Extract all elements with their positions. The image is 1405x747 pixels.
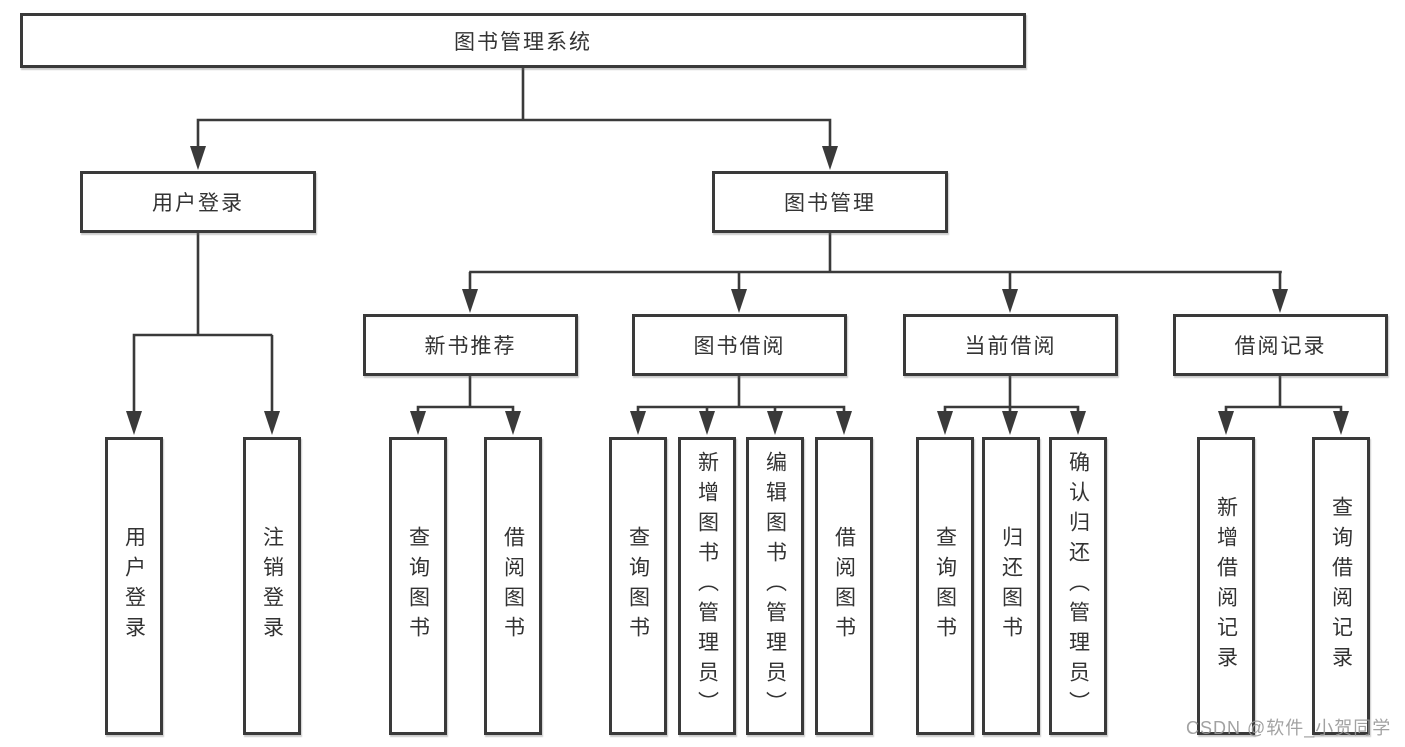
node-label: 借阅图书 — [832, 526, 856, 646]
leaf-confirm-return-admin: 确认归还（管理员） — [1049, 437, 1107, 735]
leaf-user-login: 用户登录 — [105, 437, 163, 735]
leaf-logout: 注销登录 — [243, 437, 301, 735]
leaf-query-books-1: 查询图书 — [389, 437, 447, 735]
leaf-borrow-books-1: 借阅图书 — [484, 437, 542, 735]
node-label: 图书管理 — [784, 192, 876, 215]
node-borrowing-records: 借阅记录 — [1173, 314, 1388, 376]
leaf-borrow-books-2: 借阅图书 — [815, 437, 873, 735]
node-new-book-recommend: 新书推荐 — [363, 314, 578, 376]
node-label: 新书推荐 — [424, 335, 517, 358]
node-label: 确认归还（管理员） — [1066, 451, 1090, 721]
leaf-edit-books-admin: 编辑图书（管理员） — [746, 437, 804, 735]
node-user-login: 用户登录 — [80, 171, 316, 233]
node-book-borrowing: 图书借阅 — [632, 314, 847, 376]
leaf-add-books-admin: 新增图书（管理员） — [678, 437, 736, 735]
leaf-query-borrow-record: 查询借阅记录 — [1312, 437, 1370, 735]
node-label: 查询图书 — [933, 526, 957, 646]
node-label: 查询图书 — [406, 526, 430, 646]
node-label: 当前借阅 — [964, 335, 1057, 358]
node-label: 查询图书 — [626, 526, 650, 646]
node-label: 图书管理系统 — [454, 30, 592, 54]
node-label: 图书借阅 — [693, 335, 786, 358]
node-label: 新增图书（管理员） — [695, 451, 719, 721]
node-label: 用户登录 — [152, 192, 244, 215]
leaf-query-books-2: 查询图书 — [609, 437, 667, 735]
node-book-mgmt: 图书管理 — [712, 171, 948, 233]
leaf-add-borrow-record: 新增借阅记录 — [1197, 437, 1255, 735]
leaf-return-books: 归还图书 — [982, 437, 1040, 735]
csdn-watermark: CSDN @软件_小贺同学 — [1186, 718, 1392, 738]
leaf-query-books-3: 查询图书 — [916, 437, 974, 735]
node-book-mgmt-system: 图书管理系统 — [20, 13, 1026, 68]
node-label: 借阅记录 — [1234, 335, 1327, 358]
node-label: 新增借阅记录 — [1214, 496, 1238, 676]
node-label: 注销登录 — [260, 526, 284, 646]
node-label: 用户登录 — [122, 526, 146, 646]
node-label: 借阅图书 — [501, 526, 525, 646]
node-current-borrowing: 当前借阅 — [903, 314, 1118, 376]
arrowheads — [126, 146, 1349, 435]
node-label: 编辑图书（管理员） — [763, 451, 787, 721]
node-label: 归还图书 — [999, 526, 1023, 646]
node-label: 查询借阅记录 — [1329, 496, 1353, 676]
